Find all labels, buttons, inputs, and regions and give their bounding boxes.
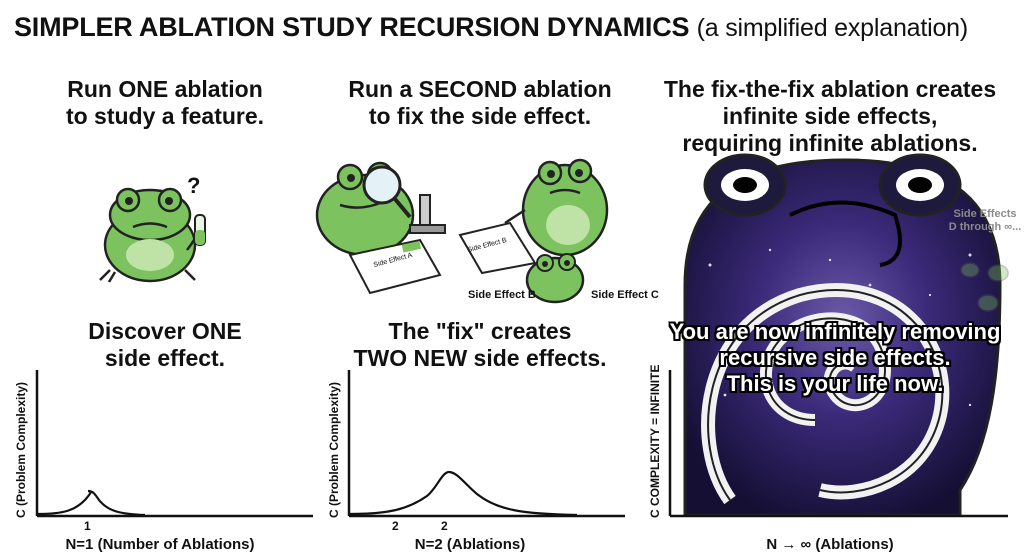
col1-step-line2: to study a feature. — [65, 103, 265, 129]
col2-x-tick-2: 2 — [441, 519, 448, 533]
col2-step-line2: to fix the side effect. — [368, 103, 592, 129]
col2-x-axis-label: N=2 (Ablations) — [414, 536, 526, 553]
faded-side-effects-note: Side Effects D through ∞... — [945, 208, 1024, 234]
col3-chart-axes — [668, 370, 1008, 518]
faded-note-line1: Side Effects — [953, 208, 1017, 220]
col3-y-axis-label: C COMPLEXITY = INFINITE — [648, 364, 662, 518]
col2-chart — [347, 370, 625, 518]
frog-lab-illustration — [315, 158, 609, 304]
col3-x-axis-label: N → ∞ (Ablations) — [766, 536, 894, 553]
col1-x-axis-label: N=1 (Number of Ablations) — [65, 536, 255, 553]
overlay-line3: This is your life now. — [726, 371, 944, 396]
col3-step-heading: The fix-the-fix ablation creates infinit… — [650, 76, 1010, 157]
col1-curve — [36, 489, 146, 517]
col2-x-tick-1: 2 — [392, 519, 399, 533]
col1-chart — [35, 370, 313, 518]
page-title: SIMPLER ABLATION STUDY RECURSION DYNAMIC… — [14, 12, 1014, 52]
col3-step-line1: The fix-the-fix ablation creates — [663, 76, 997, 102]
col2-result-line2: TWO NEW side effects. — [353, 345, 607, 371]
col1-result-heading: Discover ONE side effect. — [20, 318, 310, 372]
col3-step-line3: requiring infinite ablations. — [682, 130, 978, 156]
faded-note-line2: D through ∞... — [948, 221, 1022, 233]
title-main: SIMPLER ABLATION STUDY RECURSION DYNAMIC… — [14, 12, 690, 42]
col1-step-heading: Run ONE ablation to study a feature. — [20, 76, 310, 130]
label-side-effect-c: Side Effect C — [591, 289, 659, 301]
overlay-line2: recursive side effects. — [719, 345, 951, 370]
col1-result-line2: side effect. — [104, 345, 226, 371]
overlay-line1: You are now infinitely removing — [669, 319, 1001, 344]
overlay-caption: You are now infinitely removing recursiv… — [655, 319, 1015, 397]
col2-step-heading: Run a SECOND ablation to fix the side ef… — [330, 76, 630, 130]
question-mark: ? — [187, 173, 201, 198]
frog-scientist-illustration — [99, 187, 206, 283]
col2-y-axis-label: C (Problem Complexity) — [327, 381, 341, 518]
col2-result-heading: The "fix" creates TWO NEW side effects. — [330, 318, 630, 372]
col1-result-line1: Discover ONE — [88, 318, 242, 344]
col2-result-line1: The "fix" creates — [388, 318, 572, 344]
col2-curve — [348, 470, 578, 517]
cosmic-spiral-frog-illustration — [683, 153, 1009, 517]
label-side-effect-b: Side Effect B — [468, 289, 536, 301]
col1-step-line1: Run ONE ablation — [67, 76, 263, 102]
col1-x-tick: 1 — [84, 519, 91, 533]
col2-step-line1: Run a SECOND ablation — [348, 76, 612, 102]
title-subtitle: (a simplified explanation) — [696, 14, 969, 42]
col1-y-axis-label: C (Problem Complexity) — [14, 381, 28, 518]
col3-step-line2: infinite side effects, — [722, 103, 938, 129]
